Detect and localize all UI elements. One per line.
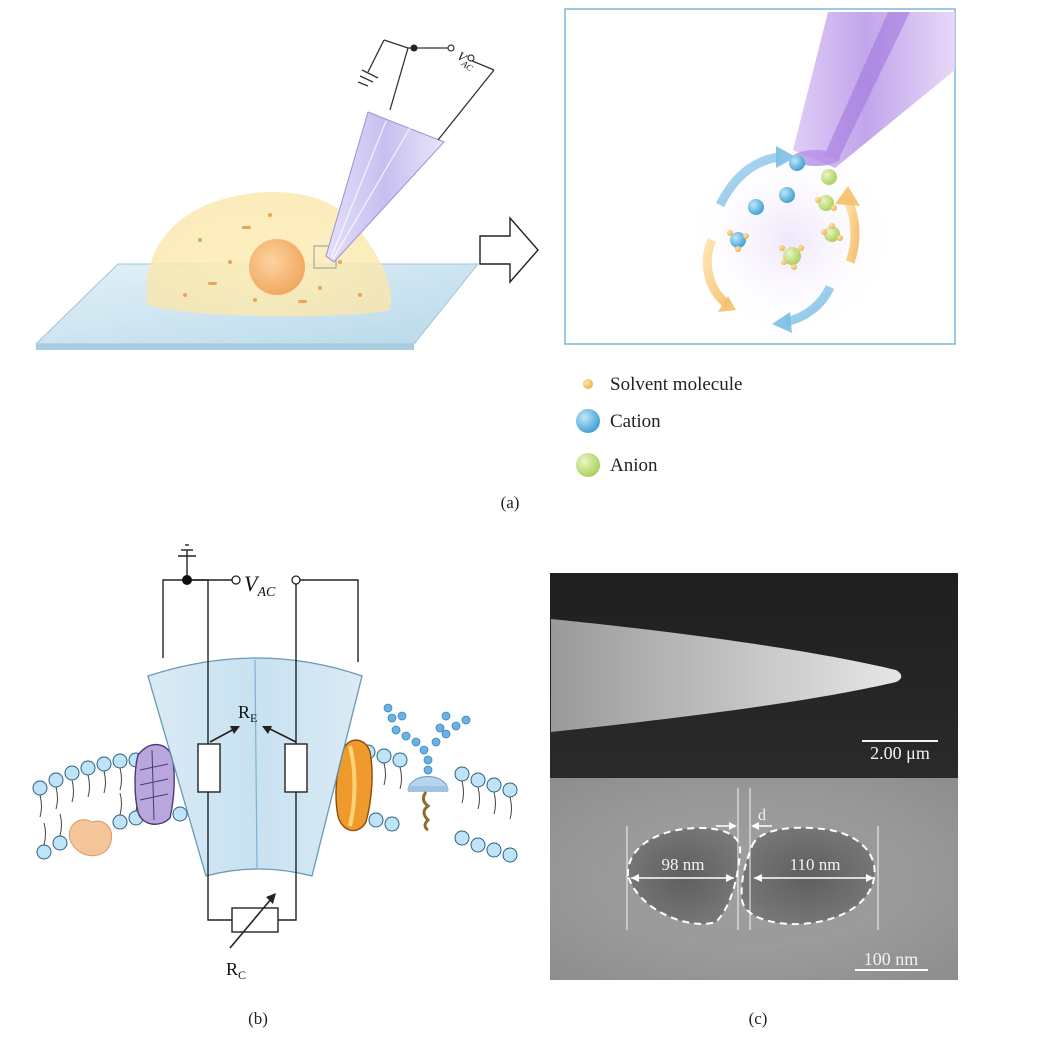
- pore-right: [741, 827, 875, 925]
- flow-arrow-blue-top: [715, 152, 781, 208]
- right-arrow-outline: [479, 216, 539, 284]
- terminal-b-left: [231, 575, 241, 585]
- voltage-label-b: VAC: [244, 571, 276, 600]
- pore-left: [627, 828, 741, 924]
- nucleus: [249, 239, 305, 295]
- pore-left-label: 98 nm: [662, 855, 705, 874]
- gap-label: d: [758, 807, 766, 824]
- glycan-chain: [383, 703, 471, 775]
- legend-swatch-cation: [576, 409, 600, 433]
- resistor-right: [284, 743, 308, 793]
- panel-a: VAC: [34, 8, 956, 512]
- ions: [727, 155, 843, 270]
- sem-nanotip: [551, 619, 902, 732]
- legend-swatch-anion: [576, 453, 600, 477]
- flow-arrow-orange-left: [702, 238, 731, 309]
- panel-b: VAC RE RC (b): [32, 544, 518, 1028]
- legend-swatch-solvent: [583, 379, 593, 389]
- scale-label-bottom: 100 nm: [864, 949, 919, 969]
- legend-label-cation: Cation: [610, 411, 661, 432]
- measure-arrows: [631, 825, 874, 879]
- terminal-right: [467, 54, 475, 62]
- terminal-left: [447, 44, 455, 52]
- circuit-a: [357, 39, 495, 141]
- junction-dot-b: [182, 575, 192, 585]
- resistor-rc: [231, 907, 279, 933]
- resistor-left: [197, 743, 221, 793]
- caption-b: (b): [248, 1009, 268, 1028]
- nanopipette: [325, 111, 445, 263]
- junction-dot: [410, 44, 418, 52]
- panel-c: 2.00 μm 98 nm: [550, 573, 958, 1028]
- terminal-b-right: [291, 575, 301, 585]
- protein-peach: [68, 819, 112, 857]
- legend-label-anion: Anion: [610, 455, 658, 476]
- membrane-left: [32, 743, 188, 860]
- caption-a: (a): [501, 493, 520, 512]
- rc-label: RC: [226, 959, 246, 982]
- voltage-label-a: VAC: [453, 48, 480, 74]
- legend-label-solvent: Solvent molecule: [610, 374, 742, 395]
- pore-right-label: 110 nm: [790, 855, 841, 874]
- scale-label-top: 2.00 μm: [870, 743, 930, 763]
- caption-c: (c): [749, 1009, 768, 1028]
- double-barrel-pipette: [147, 657, 363, 877]
- membrane-right: [335, 703, 518, 863]
- re-label: RE: [238, 702, 257, 725]
- legend: Solvent molecule Cation Anion: [576, 374, 742, 477]
- zoomed-pipette: [793, 12, 955, 168]
